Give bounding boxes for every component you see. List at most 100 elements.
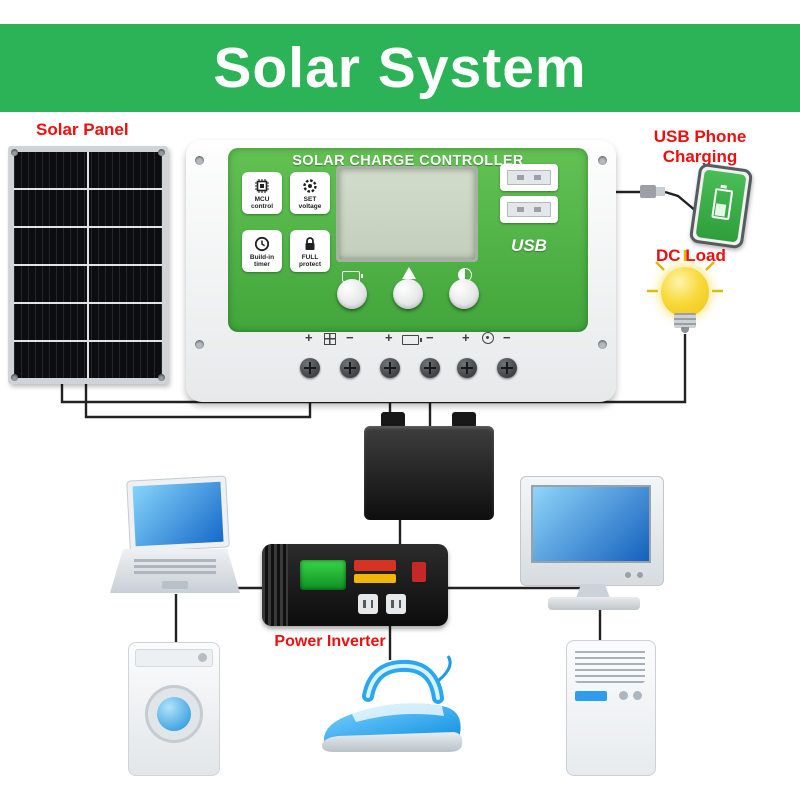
ac-grille (575, 649, 645, 683)
controller-title: SOLAR CHARGE CONTROLLER (292, 153, 524, 169)
feature-label: Build-in timer (250, 254, 274, 268)
terminal-screw (457, 358, 477, 378)
usb-logo: USB (511, 236, 547, 255)
terminal-screw (340, 358, 360, 378)
light-bulb (661, 267, 709, 317)
iron-body-accent (352, 703, 444, 722)
page-title: Solar System (213, 36, 587, 100)
feature-label-line2: control (250, 202, 274, 210)
solar-panel-illustration (8, 146, 168, 384)
feature-label-line2: voltage (298, 202, 322, 210)
usb-port-top (500, 164, 558, 191)
controller-button-right (449, 279, 479, 309)
lcd-display (336, 166, 478, 262)
battery-plus-sign: + (385, 330, 393, 345)
usb-port-slot (507, 202, 551, 217)
feature-label-line1: Build-in (249, 253, 275, 261)
load-minus-sign: − (503, 330, 511, 345)
feature-built-in-timer: Build-in timer (242, 230, 282, 272)
terminal-screw (300, 358, 320, 378)
monitor-base (548, 597, 640, 610)
lock-icon (305, 236, 315, 250)
panel-terminal-icon (324, 333, 336, 345)
chip-icon (255, 178, 269, 193)
usb-phone-label-line2: Charging (662, 147, 738, 166)
battery-terminal-icon (402, 335, 422, 345)
monitor-illustration (520, 476, 664, 586)
inverter-vent (262, 544, 288, 626)
usb-phone-charging-label: USB Phone Charging (648, 127, 752, 167)
load-plus-sign: + (462, 330, 470, 345)
gear-icon (303, 178, 317, 193)
solar-panel-cells (14, 152, 162, 378)
washer-door-glass (157, 697, 191, 731)
feature-label: SET voltage (299, 196, 322, 210)
feature-full-protect: FULL protect (290, 230, 330, 272)
controller-mount-hole (598, 340, 607, 349)
monitor-button (637, 572, 643, 578)
terminal-screw (420, 358, 440, 378)
usb-port-bottom (500, 196, 558, 223)
inverter-display (300, 560, 346, 590)
dc-load-label: DC Load (656, 246, 726, 265)
feature-label-line2: protect (298, 260, 322, 268)
feature-label: MCU control (251, 196, 273, 210)
ac-display (575, 691, 607, 701)
washer-control-panel (135, 649, 213, 667)
charge-controller: SOLAR CHARGE CONTROLLER MCU control SET … (186, 140, 616, 402)
feature-label-line1: SET (303, 195, 317, 203)
panel-plus-sign: + (305, 330, 313, 345)
phone-battery-icon (711, 188, 734, 221)
ac-knob (633, 691, 642, 700)
battery-terminal (381, 412, 405, 428)
laptop-display (132, 481, 224, 547)
wire-panel-to-load (60, 334, 687, 404)
solar-panel-label: Solar Panel (36, 120, 129, 139)
iron-handle (362, 659, 444, 704)
header-banner: Solar System (0, 24, 800, 112)
terminal-screw (380, 358, 400, 378)
monitor-button (625, 572, 631, 578)
battery-illustration (364, 426, 494, 520)
laptop-screen (126, 475, 230, 553)
laptop-keyboard (110, 549, 240, 593)
controller-button-left (337, 279, 367, 309)
iron-soleplate (322, 732, 463, 752)
bulb-tip (681, 327, 689, 333)
controller-button-middle (393, 279, 423, 309)
inverter-yellow-sticker (354, 574, 396, 583)
inverter-outlet (386, 594, 406, 614)
battery-terminal (452, 412, 476, 428)
usb-phone-label-line1: USB Phone (653, 127, 747, 146)
monitor-screen (531, 485, 651, 563)
feature-label-line1: FULL (301, 253, 319, 261)
monitor-stand (576, 584, 610, 598)
iron-handle-highlight (366, 663, 440, 700)
feature-label-line2: timer (254, 260, 270, 268)
feature-mcu-control: MCU control (242, 172, 282, 214)
washer-door (145, 685, 203, 743)
bulb-rays (647, 250, 723, 293)
feature-set-voltage: SET voltage (290, 172, 330, 214)
panel-minus-sign: − (346, 330, 354, 345)
feature-label: FULL protect (299, 254, 321, 268)
usb-plug (640, 185, 656, 198)
bulb-base (674, 313, 696, 328)
controller-mount-hole (195, 340, 204, 349)
air-cooler-illustration (566, 640, 656, 776)
inverter-red-sticker (354, 560, 396, 571)
feature-label-line1: MCU (254, 195, 270, 203)
arrow-indicator-icon (402, 267, 416, 279)
iron-illustration (322, 655, 463, 752)
panel-mount-hole (158, 149, 165, 156)
washer-knob (198, 653, 207, 662)
panel-mount-hole (158, 374, 165, 381)
controller-mount-hole (195, 156, 204, 165)
inverter-outlet (358, 594, 378, 614)
power-inverter-illustration (262, 544, 448, 626)
battery-minus-sign: − (426, 330, 434, 345)
load-terminal-icon (482, 332, 494, 344)
phone-screen (695, 169, 747, 243)
usb-plug-tip (656, 187, 665, 196)
power-inverter-label: Power Inverter (274, 633, 386, 650)
